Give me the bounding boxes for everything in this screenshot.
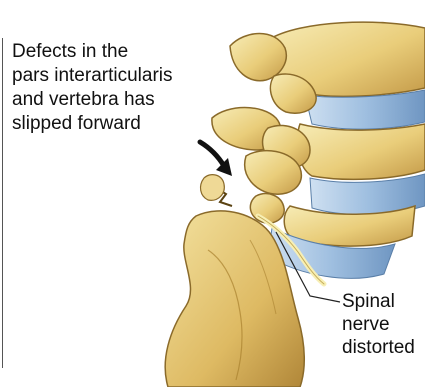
defect-label-line-1: Defects in the	[12, 40, 242, 64]
defect-arrow-icon	[200, 142, 232, 176]
label-bracket-line	[2, 38, 3, 368]
nerve-label: Spinal nerve distorted	[342, 290, 425, 359]
defect-label-line-4: slipped forward	[12, 112, 242, 136]
pars-fragment	[250, 194, 284, 223]
defect-label-line-2: pars interarticularis	[12, 64, 242, 88]
defect-label: Defects in the pars interarticularis and…	[12, 40, 242, 136]
nerve-label-line-1: Spinal	[342, 290, 425, 313]
defect-label-line-3: and vertebra has	[12, 88, 242, 112]
defect-fragment	[201, 175, 225, 201]
nerve-label-line-2: nerve	[342, 313, 425, 336]
vertebral-body-2	[297, 124, 425, 179]
nerve-label-line-3: distorted	[342, 336, 425, 359]
